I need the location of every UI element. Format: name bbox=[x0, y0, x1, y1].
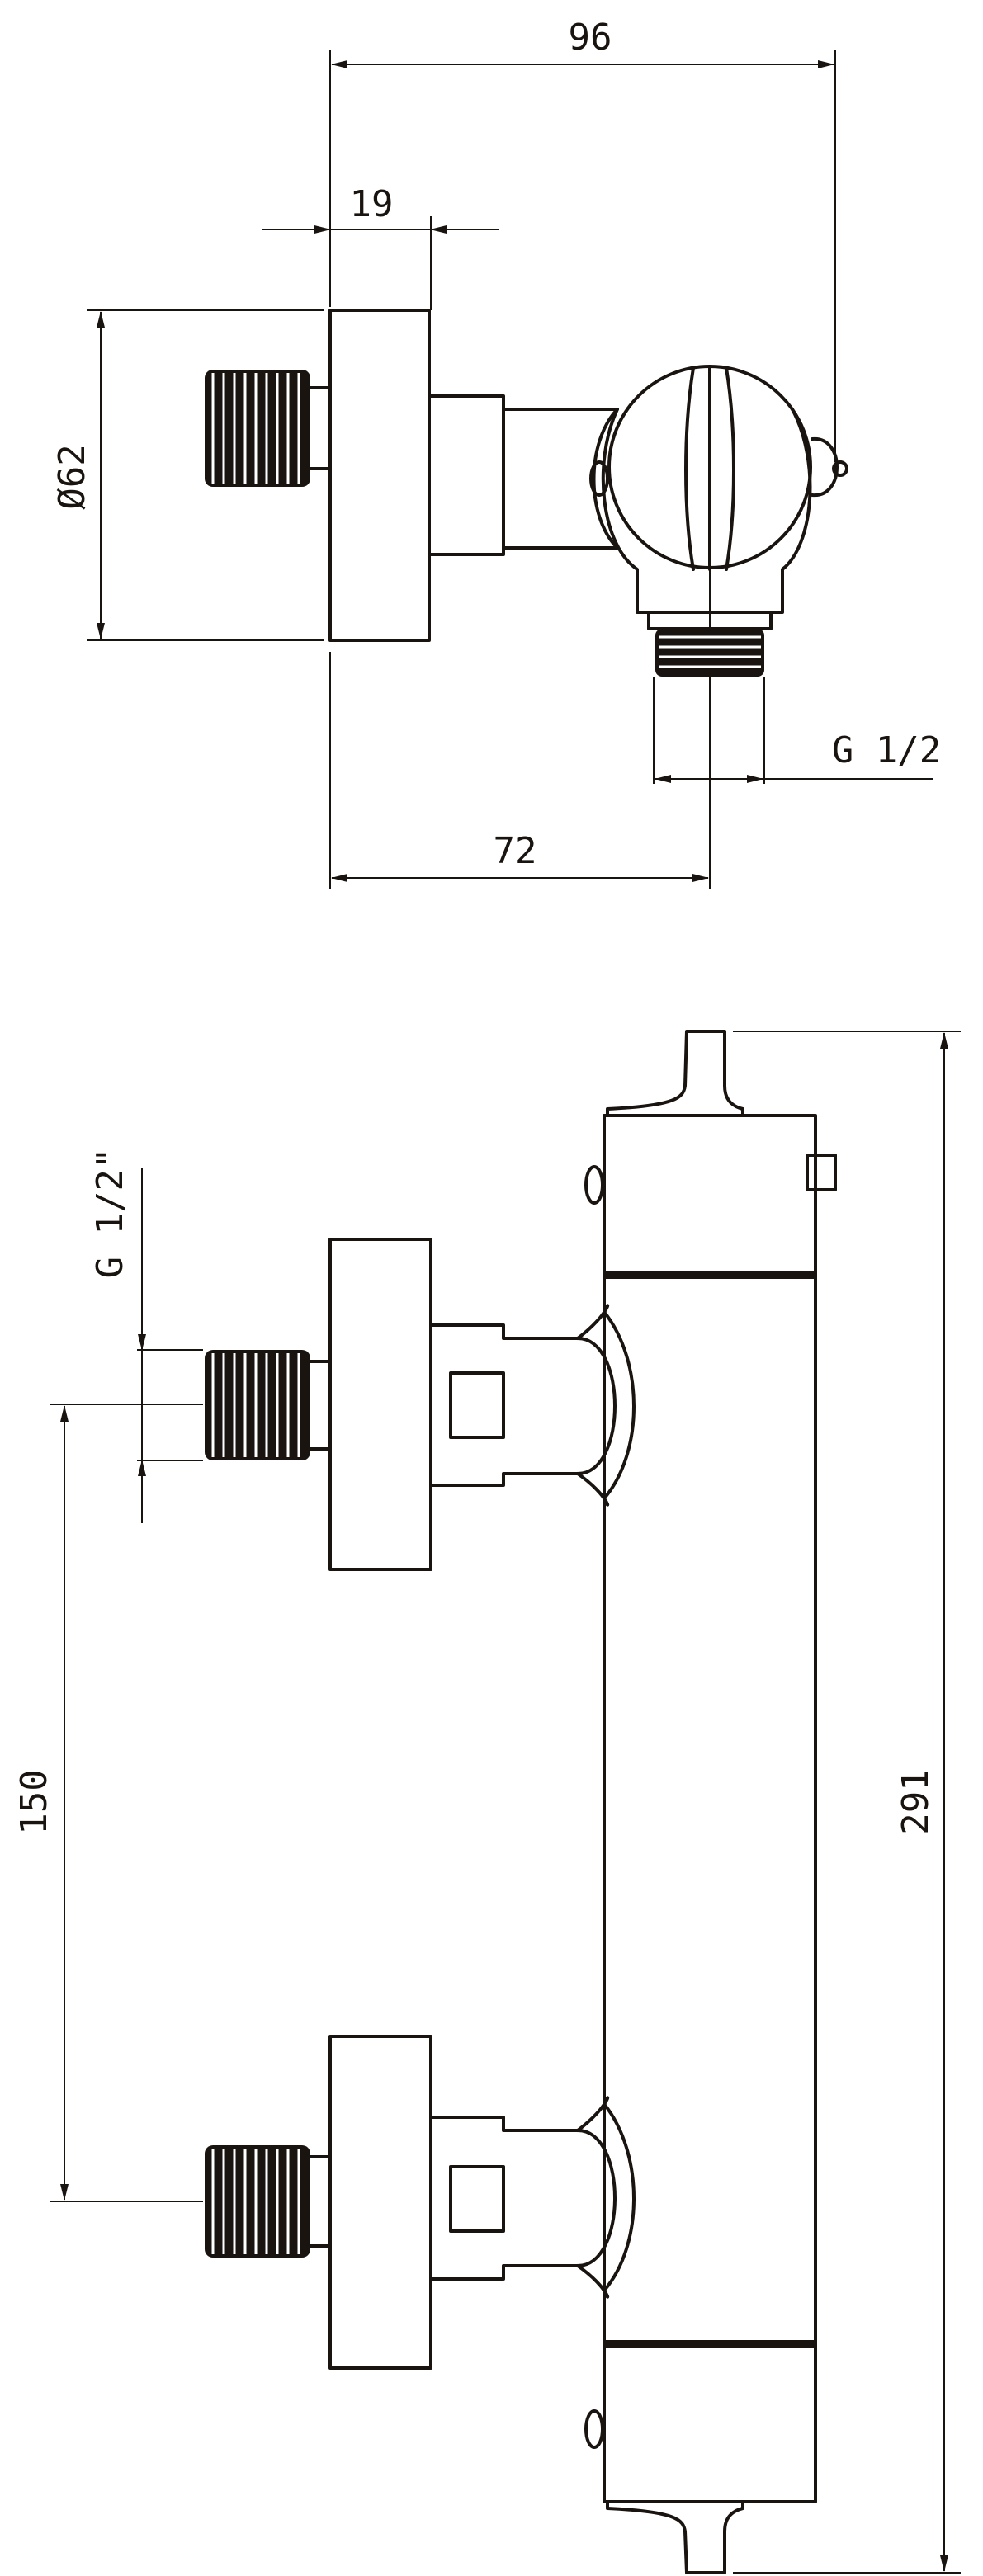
wall-flange-top bbox=[328, 309, 431, 642]
upper-inlet bbox=[205, 1238, 636, 1571]
front-view: G 1/2" 150 291 bbox=[13, 1030, 961, 2574]
dim-label-outlet-thread: G 1/2 bbox=[832, 729, 941, 771]
inlet-thread-top bbox=[205, 370, 332, 487]
thermostat-body bbox=[603, 1114, 817, 2503]
dim-label-inlet-thread: G 1/2" bbox=[89, 1148, 131, 1279]
dim-label-19: 19 bbox=[350, 183, 394, 225]
connector-stub-top bbox=[428, 394, 505, 556]
dim-label-72: 72 bbox=[494, 830, 537, 872]
dim-label-62: Ø62 bbox=[51, 444, 93, 509]
dim-label-291: 291 bbox=[895, 1769, 937, 1834]
lower-inlet bbox=[205, 2035, 636, 2370]
top-view: 96 19 Ø62 G 1/2 72 bbox=[51, 17, 941, 889]
dim-label-96: 96 bbox=[569, 17, 612, 59]
dim-label-150: 150 bbox=[13, 1769, 55, 1834]
